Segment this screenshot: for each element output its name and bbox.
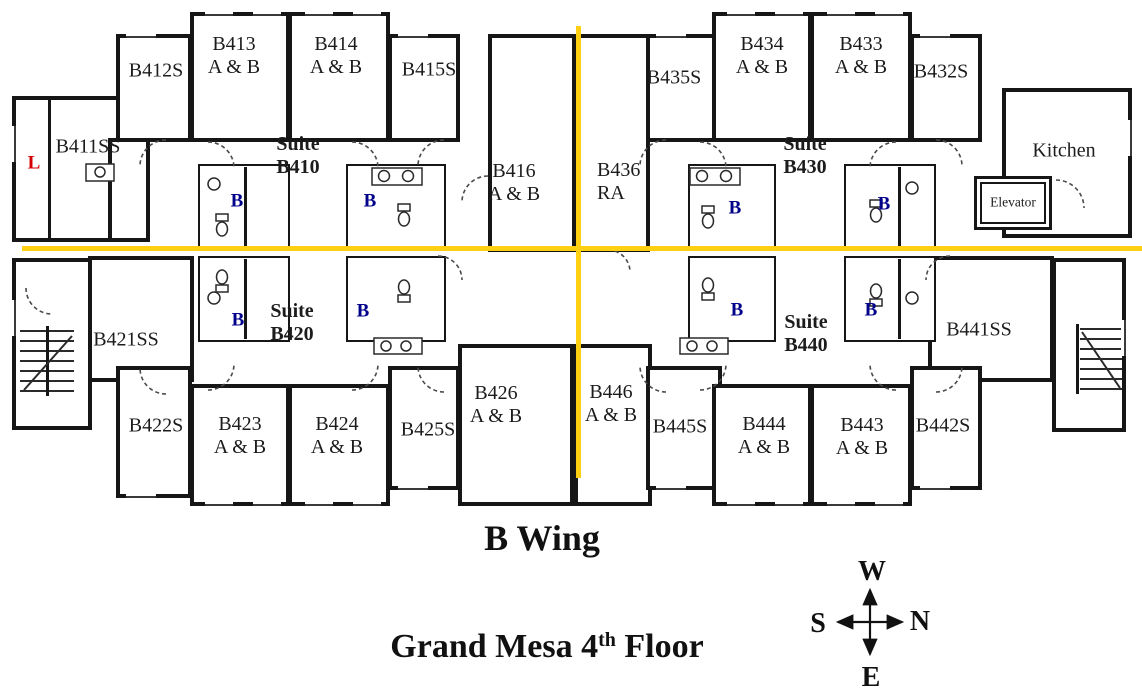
room-label-b411ss: B411SS: [55, 135, 121, 158]
stairs-right-treads: [1080, 328, 1122, 390]
corridor-divider-vertical: [576, 26, 581, 478]
room-label-b412s: B412S: [128, 59, 184, 82]
bath-marker: B: [877, 193, 891, 215]
bathroom-suite440-right: [844, 256, 936, 342]
room-label-b445s: B445S: [652, 415, 708, 438]
bath-marker: B: [363, 190, 377, 212]
room-label-b422s: B422S: [128, 414, 184, 437]
bath-marker: B: [230, 190, 244, 212]
elevator-label: Elevator: [990, 194, 1036, 210]
room-b421ss: [88, 256, 194, 382]
room-label-b442s: B442S: [915, 414, 971, 437]
floor-title: Grand Mesa 4th Floor: [390, 628, 704, 665]
room-label-b441ss: B441SS: [946, 318, 1012, 341]
floor-title-superscript: th: [598, 629, 616, 651]
compass-letter-west: W: [858, 556, 886, 587]
wall-segment: [244, 167, 247, 247]
compass-letter-east: E: [861, 662, 881, 693]
kitchen-label: Kitchen: [1032, 139, 1096, 162]
wall-segment: [898, 259, 901, 339]
room-b412s: [116, 34, 192, 142]
compass-letter-north: N: [909, 606, 931, 637]
room-label-b415s: B415S: [401, 58, 457, 81]
lounge-label: L: [27, 152, 41, 174]
room-b416: [488, 34, 576, 252]
bath-marker: B: [728, 197, 742, 219]
wall-lounge-divider: [48, 100, 51, 238]
corridor-divider-horizontal: [22, 246, 1142, 251]
wing-title: B Wing: [484, 518, 600, 558]
room-b432s: [910, 34, 982, 142]
room-label-b432s: B432S: [913, 60, 969, 83]
wall-segment: [898, 167, 901, 247]
stair-rail-left: [46, 326, 49, 396]
bath-marker: B: [730, 299, 744, 321]
bath-marker: B: [864, 299, 878, 321]
room-b443: [810, 384, 912, 506]
room-label-b421ss: B421SS: [93, 328, 159, 351]
compass-letter-south: S: [810, 608, 826, 639]
stair-rail-right: [1076, 324, 1079, 394]
bath-marker: B: [356, 300, 370, 322]
compass-arrows: [835, 587, 905, 657]
room-b436: [576, 34, 650, 252]
room-label-b425s: B425S: [400, 418, 456, 441]
room-b415s: [388, 34, 460, 142]
room-label-b435s: B435S: [646, 66, 702, 89]
bathroom-suite410-right: [346, 164, 446, 250]
bath-marker: B: [231, 309, 245, 331]
